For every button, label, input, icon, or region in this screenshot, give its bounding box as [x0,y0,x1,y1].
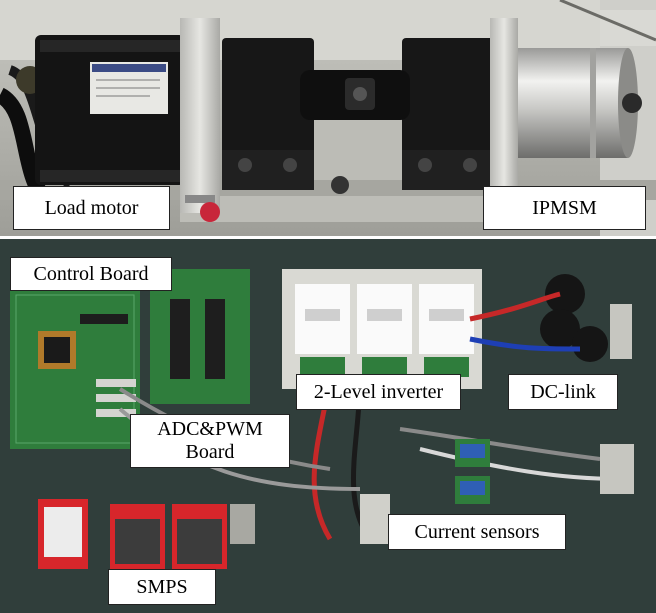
hardware-boards-image [0,239,656,613]
adc-pwm-label-line1: ADC&PWM [157,418,263,440]
two-level-inverter-label: 2-Level inverter [296,374,461,410]
ipmsm-label-text: IPMSM [532,197,597,219]
two-level-inverter-label-text: 2-Level inverter [313,381,444,403]
dc-link-label-text: DC-link [530,381,596,403]
load-motor-label-text: Load motor [44,197,139,219]
adc-pwm-label-line2: Board [185,441,235,463]
current-sensors-label-text: Current sensors [414,521,540,543]
hardware-boards-photo: Control Board ADC&PWM Board 2-Level inve… [0,239,656,613]
current-sensors-label: Current sensors [388,514,566,550]
load-motor-label: Load motor [13,186,170,230]
smps-label: SMPS [108,569,216,605]
smps-label-text: SMPS [136,576,188,598]
motor-test-bench-photo: Load motor IPMSM [0,0,656,236]
ipmsm-label: IPMSM [483,186,646,230]
control-board-label-text: Control Board [33,263,149,285]
adc-pwm-board-label: ADC&PWM Board [130,414,290,468]
control-board-label: Control Board [10,257,172,291]
dc-link-label: DC-link [508,374,618,410]
